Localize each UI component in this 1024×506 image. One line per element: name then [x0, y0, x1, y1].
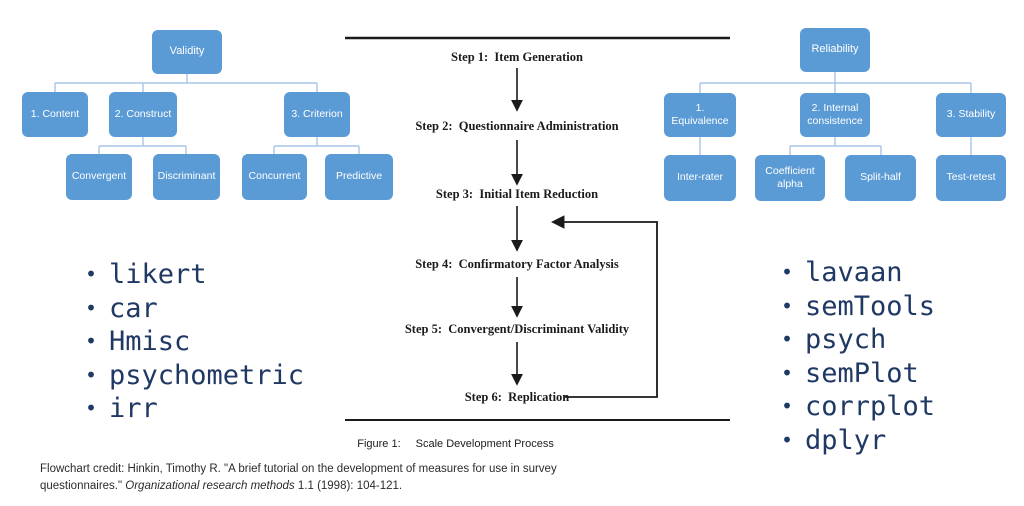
- r-packages-list-right: • lavaan • semTools • psych • semPlot • corrp…: [781, 256, 935, 457]
- reliability-test-retest-box: Test-retest: [936, 155, 1006, 201]
- validity-predictive-box: Predictive: [325, 154, 393, 200]
- flowchart-step-2: Step 2: Questionnaire Administration: [415, 119, 619, 133]
- validity-discriminant-box: Discriminant: [153, 154, 220, 200]
- flowchart-step-1: Step 1: Item Generation: [451, 50, 583, 64]
- credit-line2-post: 1.1 (1998): 104-121.: [294, 480, 403, 492]
- bullet-icon: •: [85, 396, 98, 420]
- package-name: irr: [109, 393, 158, 424]
- figure-caption: Figure 1: Scale Development Process: [345, 426, 554, 462]
- bullet-icon: •: [85, 329, 98, 353]
- package-name: lavaan: [805, 257, 903, 288]
- flowchart-step-4: Step 4: Confirmatory Factor Analysis: [415, 257, 619, 271]
- validity-concurrent-box: Concurrent: [242, 154, 307, 200]
- validity-construct-box: 2. Construct: [109, 92, 177, 137]
- figure-caption-label: Figure 1:: [357, 438, 401, 450]
- r-packages-list-left: • likert • car • Hmisc • psychometric • irr: [85, 258, 304, 426]
- bullet-icon: •: [85, 362, 98, 387]
- reliability-split-half-box: Split-half: [845, 155, 916, 201]
- list-item: • semPlot: [781, 357, 935, 391]
- reliability-equivalence-box: 1. Equivalence: [664, 93, 736, 137]
- reliability-inter-rater-box: Inter-rater: [664, 155, 736, 201]
- list-item: • dplyr: [781, 424, 935, 458]
- list-item: • psych: [781, 323, 935, 357]
- bullet-icon: •: [781, 293, 794, 318]
- package-name: psych: [805, 324, 887, 355]
- credit-journal-italic: Organizational research methods: [125, 480, 295, 492]
- package-name: psychometric: [109, 359, 305, 391]
- list-item: • likert: [85, 258, 304, 292]
- bullet-icon: •: [781, 360, 794, 385]
- package-name: Hmisc: [109, 326, 191, 357]
- list-item: • psychometric: [85, 359, 304, 393]
- package-name: semTools: [805, 290, 936, 322]
- flowchart-credit: Flowchart credit: Hinkin, Timothy R. "A …: [40, 461, 557, 495]
- credit-line-2: questionnaires." Organizational research…: [40, 478, 557, 495]
- bullet-icon: •: [781, 394, 794, 418]
- flowchart-step-3: Step 3: Initial Item Reduction: [435, 187, 599, 201]
- validity-tree-connectors: [54, 74, 360, 154]
- replication-feedback-loop-arrow: [550, 215, 658, 398]
- package-name: car: [109, 292, 158, 324]
- list-item: • Hmisc: [85, 325, 304, 359]
- bullet-icon: •: [781, 260, 794, 284]
- flowchart-step-5: Step 5: Convergent/Discriminant Validity: [404, 322, 630, 336]
- reliability-root-box: Reliability: [800, 28, 870, 72]
- package-name: dplyr: [805, 424, 887, 456]
- list-item: • car: [85, 292, 304, 326]
- credit-line-1: Flowchart credit: Hinkin, Timothy R. "A …: [40, 463, 557, 475]
- package-name: semPlot: [805, 357, 919, 389]
- flowchart-lines: [345, 36, 730, 421]
- flowchart-step-6: Step 6: Replication: [464, 390, 570, 404]
- validity-convergent-box: Convergent: [66, 154, 132, 200]
- validity-root-box: Validity: [152, 30, 222, 74]
- reliability-internal-consistence-box: 2. Internal consistence: [800, 93, 870, 137]
- list-item: • lavaan: [781, 256, 935, 290]
- list-item: • irr: [85, 392, 304, 426]
- package-name: corrplot: [805, 391, 936, 422]
- credit-line2-pre: questionnaires.": [40, 480, 126, 492]
- list-item: • corrplot: [781, 390, 935, 424]
- package-name: likert: [109, 259, 207, 290]
- reliability-stability-box: 3. Stability: [936, 93, 1006, 137]
- validity-criterion-box: 3. Criterion: [284, 92, 350, 137]
- reliability-coefficient-alpha-box: Coefficient alpha: [755, 155, 825, 201]
- bullet-icon: •: [781, 427, 794, 452]
- bullet-icon: •: [781, 327, 794, 351]
- bullet-icon: •: [85, 295, 98, 320]
- figure-caption-title: Scale Development Process: [415, 438, 554, 450]
- validity-content-box: 1. Content: [22, 92, 88, 137]
- list-item: • semTools: [781, 290, 935, 324]
- bullet-icon: •: [85, 262, 98, 286]
- reliability-tree-connectors: [699, 72, 972, 155]
